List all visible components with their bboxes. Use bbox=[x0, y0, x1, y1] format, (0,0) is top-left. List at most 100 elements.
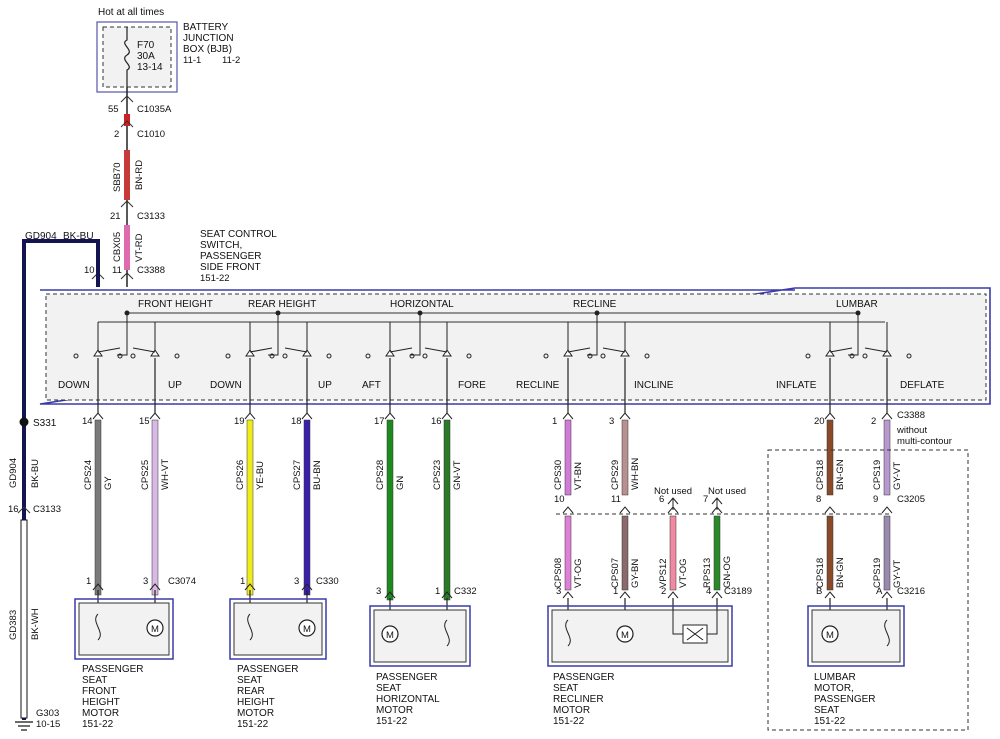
color-label: GY-BN bbox=[630, 559, 641, 588]
c3189-pin-2: 2 bbox=[661, 586, 666, 597]
c3133-ground-pin: 16 bbox=[8, 504, 19, 515]
switch-contact-5 bbox=[365, 322, 415, 404]
thermal-switch-icon bbox=[565, 619, 571, 647]
cbx05-color: VT-RD bbox=[134, 233, 145, 262]
wire-segment bbox=[883, 419, 891, 496]
pin-terminal bbox=[384, 412, 396, 420]
switch-title-3: PASSENGER bbox=[200, 251, 262, 262]
c3205-terminal bbox=[881, 506, 893, 514]
circuit-label: CPS07 bbox=[610, 558, 621, 588]
pin-number: 19 bbox=[234, 416, 245, 427]
motor-symbol-3: M bbox=[381, 619, 450, 647]
harness-segment bbox=[826, 515, 834, 591]
switch-link-3 bbox=[410, 310, 423, 356]
svg-text:HEIGHT: HEIGHT bbox=[237, 697, 275, 708]
fuse-ref: 13-14 bbox=[137, 62, 163, 73]
switch-link-2 bbox=[268, 310, 281, 356]
svg-text:MOTOR: MOTOR bbox=[376, 705, 413, 716]
motor-terminal bbox=[881, 591, 893, 599]
c3189-pin-1: 1 bbox=[613, 586, 618, 597]
c332-pin-1: 1 bbox=[435, 586, 440, 597]
pos-down-2: DOWN bbox=[210, 380, 242, 391]
color-label: YE-BU bbox=[255, 461, 266, 490]
c332-pin-3: 3 bbox=[376, 586, 381, 597]
circuit-label: VPS12 bbox=[658, 558, 669, 588]
switch-contact-4 bbox=[282, 322, 332, 404]
switch-ref: 151-22 bbox=[200, 273, 230, 284]
c1035a-pin: 55 bbox=[108, 104, 119, 115]
lumbar-motor-caption: LUMBAR MOTOR, PASSENGER SEAT 151-22 bbox=[814, 672, 876, 727]
rear-height-motor bbox=[229, 598, 327, 660]
c3205-pin: 10 bbox=[554, 494, 565, 505]
pos-up-1: UP bbox=[168, 380, 182, 391]
switch-contact-8 bbox=[600, 322, 650, 404]
pin-terminal bbox=[824, 412, 836, 420]
svg-text:MOTOR: MOTOR bbox=[237, 708, 274, 719]
svg-text:PASSENGER: PASSENGER bbox=[553, 672, 615, 683]
wire-segment bbox=[303, 419, 311, 596]
pin-number: 3 bbox=[609, 416, 614, 427]
pin-terminal bbox=[92, 412, 104, 420]
group-horizontal: HORIZONTAL bbox=[390, 299, 454, 310]
svg-text:SEAT: SEAT bbox=[814, 705, 839, 716]
svg-text:MOTOR,: MOTOR, bbox=[814, 683, 854, 694]
c3388-label: C3388 bbox=[137, 265, 165, 276]
color-label: WH-VT bbox=[160, 459, 171, 490]
group-lumbar: LUMBAR bbox=[836, 299, 878, 310]
svg-text:HEIGHT: HEIGHT bbox=[82, 697, 120, 708]
motor-terminal bbox=[667, 591, 679, 599]
motor-symbol-4: M bbox=[565, 619, 634, 647]
color-label: GN bbox=[395, 476, 406, 490]
c1035a-label: C1035A bbox=[137, 104, 172, 115]
circuit-label: CPS19 bbox=[872, 558, 883, 588]
gd904-lower-color: BK-BU bbox=[30, 459, 41, 488]
motor-terminal bbox=[384, 591, 396, 599]
svg-text:SEAT: SEAT bbox=[82, 675, 107, 686]
bjb-title-3: BOX (BJB) bbox=[183, 44, 232, 55]
wire-segment bbox=[151, 419, 159, 596]
pin-terminal bbox=[244, 412, 256, 420]
pin-number: 16 bbox=[431, 416, 442, 427]
color-label: GN-VT bbox=[452, 460, 463, 490]
not-used-1: Not used bbox=[654, 486, 692, 497]
c3133-pin: 21 bbox=[110, 211, 121, 222]
pin-number: 17 bbox=[374, 416, 385, 427]
hot-at-all-times-label: Hot at all times bbox=[98, 7, 164, 18]
horizontal-motor-caption: PASSENGER SEAT HORIZONTAL MOTOR 151-22 bbox=[376, 672, 440, 727]
c3205-terminal bbox=[562, 506, 574, 514]
motor-terminal bbox=[441, 591, 453, 599]
gd383-circuit: GD383 bbox=[8, 610, 19, 640]
motor-terminal bbox=[149, 583, 161, 591]
wire-segment bbox=[564, 419, 572, 496]
motor-letter: M bbox=[386, 630, 394, 641]
motor-letter: M bbox=[151, 624, 159, 635]
harness-segment bbox=[883, 515, 891, 591]
svg-text:SEAT: SEAT bbox=[553, 683, 578, 694]
svg-text:RECLINER: RECLINER bbox=[553, 694, 604, 705]
svg-text:SEAT: SEAT bbox=[376, 683, 401, 694]
c3205-terminal bbox=[619, 506, 631, 514]
sbb70-wire bbox=[124, 150, 130, 200]
c3133-terminal bbox=[120, 200, 134, 208]
motor-terminal bbox=[244, 583, 256, 591]
c3205-pin: 7 bbox=[703, 494, 708, 505]
harness-segment bbox=[621, 515, 629, 591]
motor-terminal bbox=[824, 591, 836, 599]
fuse-rating: 30A bbox=[137, 51, 155, 62]
circuit-label: CPS30 bbox=[553, 460, 564, 490]
svg-text:151-22: 151-22 bbox=[814, 716, 846, 727]
wire-segment bbox=[443, 419, 451, 601]
color-label: VT-OG bbox=[573, 558, 584, 588]
svg-text:151-22: 151-22 bbox=[82, 719, 114, 730]
c3189-pin-4: 4 bbox=[706, 586, 711, 597]
color-label: WH-BN bbox=[630, 458, 641, 490]
circuit-label: CPS28 bbox=[375, 460, 386, 490]
c3388-gnd-pin: 10 bbox=[84, 265, 95, 276]
motor-letter: M bbox=[826, 630, 834, 641]
